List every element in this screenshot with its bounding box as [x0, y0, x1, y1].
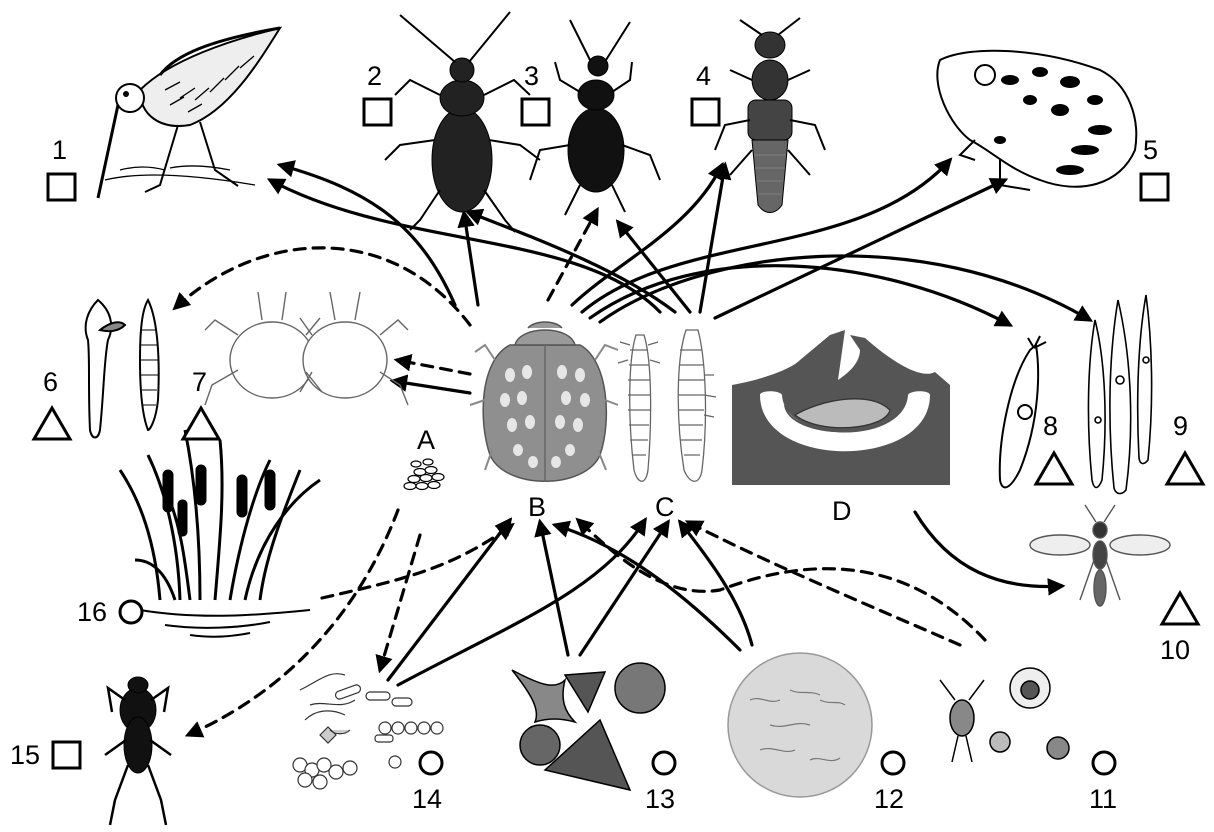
shorebird-illustration: [98, 28, 280, 198]
triangle-symbol-7: [183, 408, 219, 439]
eggs-illustration: [404, 459, 444, 490]
link-b-to-7-dashed: [397, 360, 470, 374]
circle-symbol-13: [653, 752, 675, 774]
node-label-15: 15: [10, 742, 40, 769]
square-symbol-3: [522, 99, 549, 125]
rove-beetle-illustration: [715, 18, 825, 213]
square-symbol-4: [692, 99, 719, 125]
triangle-symbol-8: [1036, 453, 1072, 484]
node-label-3: 3: [524, 63, 539, 90]
node-label-14: 14: [412, 786, 442, 813]
circle-symbol-16: [120, 601, 142, 623]
node-label-13: 13: [645, 786, 675, 813]
node-label-7: 7: [192, 369, 207, 396]
circle-symbol-11: [1093, 752, 1115, 774]
larvae-illustration: [618, 330, 716, 481]
node-label-5: 5: [1143, 137, 1158, 164]
link-13-to-b: [540, 522, 568, 655]
node-label-2: 2: [367, 63, 382, 90]
biofilm-illustration: [728, 653, 872, 797]
link-c-to-4: [700, 165, 725, 312]
bacteria-algae-illustration: [293, 674, 443, 789]
square-symbol-1: [48, 174, 75, 200]
node-label-11: 11: [1089, 786, 1117, 813]
node-label-12: 12: [874, 786, 904, 813]
circle-symbol-12: [882, 752, 904, 774]
stage-label-c: C: [655, 494, 675, 521]
link-b-to-7-solid: [393, 381, 470, 393]
gregarine-6-illustration: [86, 300, 159, 438]
mite-illustration: [205, 292, 408, 405]
water-bug-illustration: [105, 677, 171, 825]
gregarines-9-illustration: [1088, 295, 1151, 494]
stage-label-d: D: [832, 498, 852, 525]
node-label-1: 1: [52, 137, 67, 164]
parasitoid-wasp-illustration: [1030, 505, 1170, 606]
triangle-symbol-10: [1162, 593, 1198, 624]
link-14-to-b: [388, 520, 510, 680]
pupa-chamber-illustration: [732, 330, 950, 485]
square-symbol-2: [364, 99, 391, 125]
node-label-16: 16: [77, 599, 107, 626]
link-b-to-2: [464, 213, 478, 305]
stage-label-b: B: [528, 494, 546, 521]
node-label-9: 9: [1173, 413, 1188, 440]
triangle-symbol-9: [1167, 453, 1203, 484]
link-11-to-c: [688, 522, 960, 645]
link-14-to-c: [398, 520, 645, 685]
link-b-to-6: [175, 248, 470, 325]
stage-label-a: A: [417, 427, 435, 454]
diatoms-illustration: [512, 663, 665, 790]
square-symbol-15: [53, 742, 80, 768]
zooplankton-illustration: [940, 668, 1069, 762]
triangle-symbol-6: [34, 408, 70, 439]
cattails-illustration: [120, 430, 320, 637]
link-16-to-b: [322, 525, 512, 598]
adult-beetle-illustration: [470, 322, 618, 482]
link-a-to-14: [380, 535, 420, 670]
gregarine-8-illustration: [1000, 336, 1046, 487]
node-label-8: 8: [1043, 413, 1058, 440]
square-symbol-5: [1141, 174, 1168, 200]
link-11-to-b: [578, 520, 985, 640]
node-label-4: 4: [696, 63, 711, 90]
link-12-to-b: [555, 525, 740, 650]
node-label-6: 6: [43, 369, 58, 396]
link-13-to-c: [580, 522, 668, 655]
circle-symbol-14: [420, 752, 442, 774]
node-label-10: 10: [1160, 637, 1190, 664]
ground-beetle-2-illustration: [385, 12, 540, 232]
frog-illustration: [937, 51, 1136, 190]
